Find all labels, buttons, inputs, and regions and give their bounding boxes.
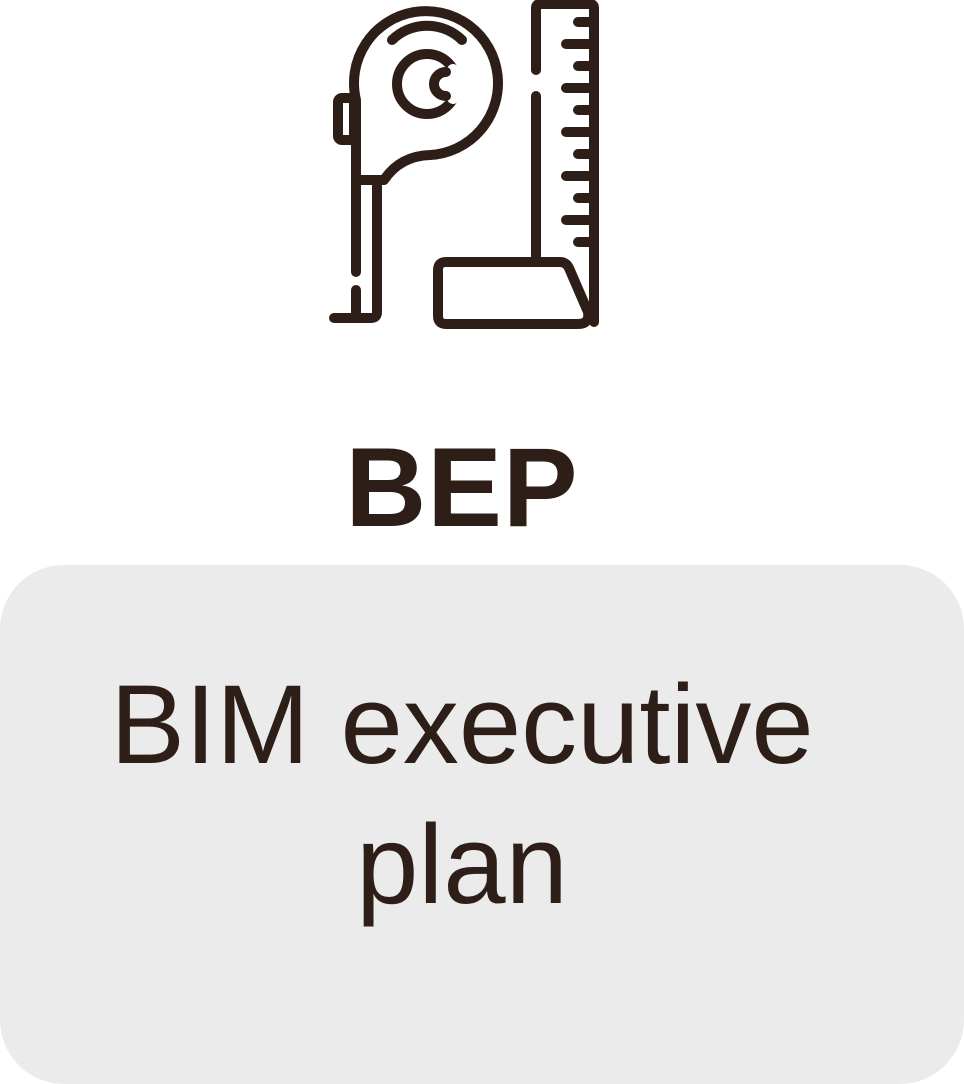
title: BEP <box>345 425 579 550</box>
description-line-2: plan <box>356 802 568 927</box>
description-text: BIM executive plan <box>0 655 924 935</box>
measuring-tape-ruler-icon <box>320 0 610 340</box>
description-line-1: BIM executive <box>110 662 814 787</box>
description-card: BIM executive plan <box>0 565 964 1084</box>
